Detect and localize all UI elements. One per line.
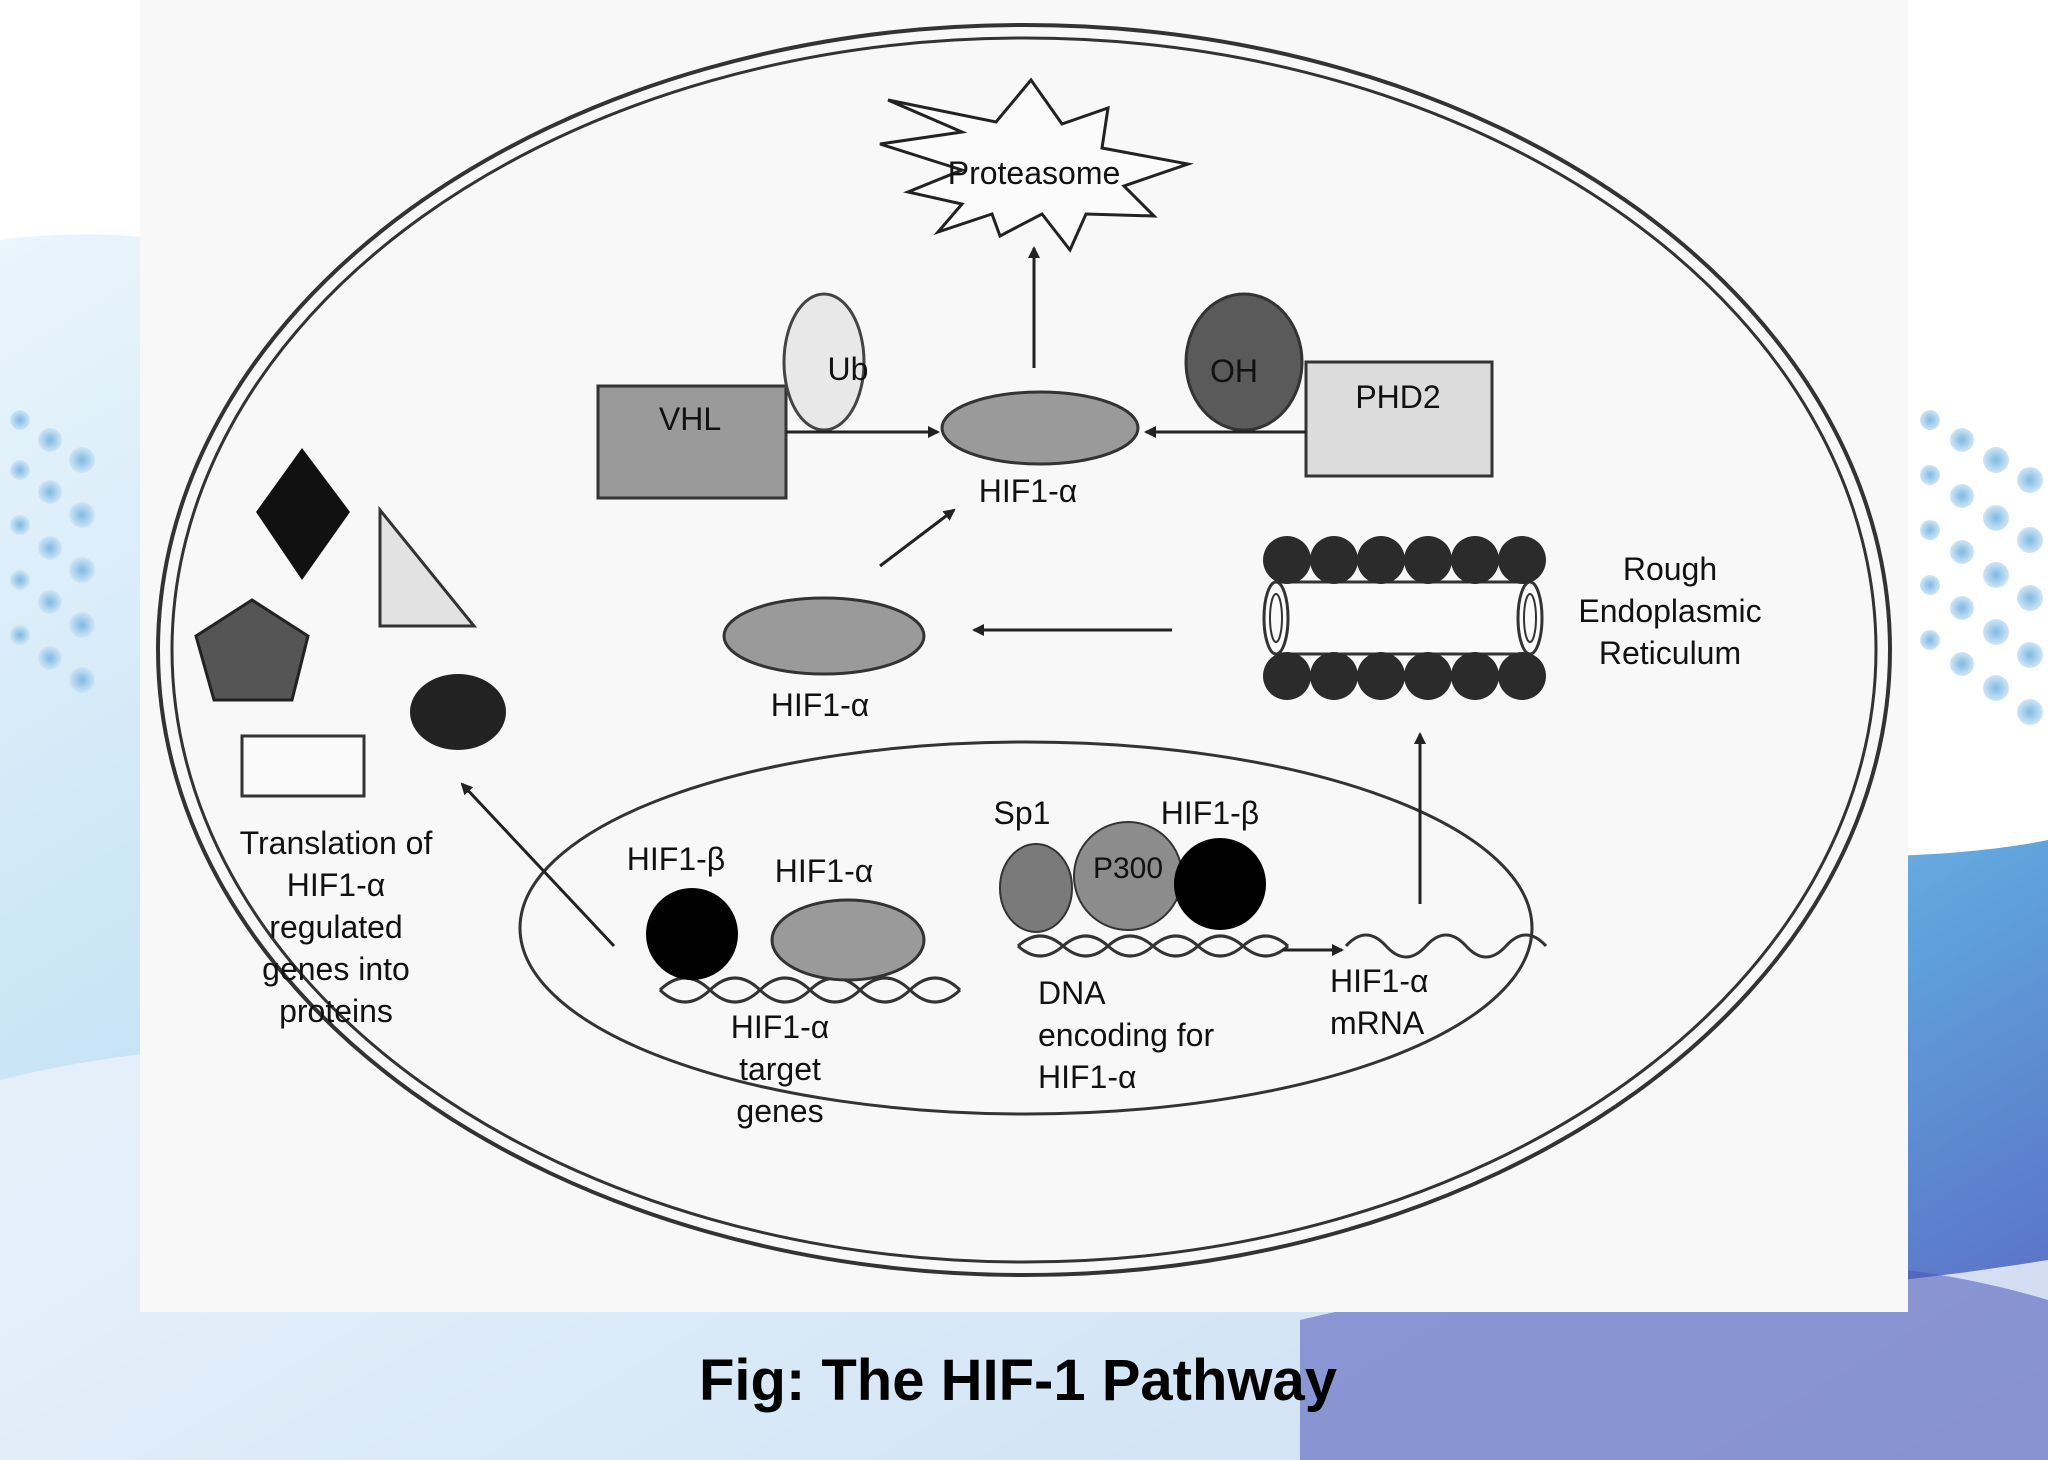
oh-label: OH	[1210, 353, 1258, 389]
ub-oval	[782, 292, 866, 432]
rough-er	[1262, 536, 1546, 700]
mrna-label-line1: HIF1-α	[1330, 963, 1429, 999]
cell-membrane-inner	[170, 36, 1878, 1264]
translation-label-line2: HIF1-α	[287, 867, 386, 903]
hif1a-left-label: HIF1-α	[775, 853, 874, 889]
translation-label-line1: Translation of	[240, 825, 433, 861]
figure-caption: Fig: The HIF-1 Pathway	[699, 1348, 1337, 1413]
hif1a-top-oval	[940, 390, 1140, 466]
hif1a-mid-oval	[722, 596, 926, 676]
rer-label-line1: Rough	[1623, 551, 1717, 587]
hif1a-left-oval	[770, 898, 926, 982]
protein-arrow	[460, 782, 616, 948]
ub-label: Ub	[828, 351, 869, 387]
rer-label-line3: Reticulum	[1599, 635, 1741, 671]
mrna-strand	[1344, 933, 1548, 959]
vhl-box	[596, 384, 788, 500]
hif1b-right-label: HIF1-β	[1161, 795, 1259, 831]
target-dna-strand-2	[658, 976, 962, 1004]
dot-pattern-left	[10, 410, 95, 693]
sp1-label: Sp1	[994, 795, 1051, 831]
hif1a-top-label: HIF1-α	[979, 473, 1078, 509]
rectangle-icon	[240, 734, 366, 798]
target-label-line1: HIF1-α	[731, 1009, 830, 1045]
hydroxylation-arrow	[879, 508, 956, 568]
rer-label-line2: Endoplasmic	[1578, 593, 1761, 629]
dna-label-line1: DNA	[1038, 975, 1106, 1011]
translation-label-line5: proteins	[279, 993, 393, 1029]
hif1a-dna-strand-2	[1016, 934, 1290, 958]
target-label-line3: genes	[736, 1093, 823, 1129]
oh-oval	[1184, 292, 1304, 432]
hif1a-mid-label: HIF1-α	[771, 687, 870, 723]
hif1b-left-label: HIF1-β	[627, 841, 725, 877]
triangle-icon	[378, 505, 478, 628]
hif1b-left-circle	[646, 888, 738, 980]
phd2-box	[1304, 360, 1494, 478]
p300-label: P300	[1093, 852, 1163, 885]
phd2-label: PHD2	[1355, 379, 1440, 415]
starburst-icon	[879, 77, 1194, 253]
dot-pattern-right	[1920, 410, 2043, 725]
diamond-icon	[256, 448, 350, 580]
sp1-oval	[999, 843, 1073, 933]
translation-label-line3: regulated	[269, 909, 402, 945]
pentagon-icon	[194, 598, 310, 702]
ribosomes	[1263, 536, 1546, 700]
dna-label-line2: encoding for	[1038, 1017, 1214, 1053]
dark-oval-icon	[410, 674, 506, 750]
cell-membrane-outer	[156, 23, 1892, 1277]
nucleus	[518, 740, 1534, 1116]
dna-label-line3: HIF1-α	[1038, 1059, 1137, 1095]
target-label-line2: target	[739, 1051, 821, 1087]
translation-label-line4: genes into	[262, 951, 410, 987]
hif1b-right-circle	[1174, 838, 1266, 930]
proteasome-label: Proteasome	[948, 155, 1121, 191]
mrna-label-line2: mRNA	[1330, 1005, 1425, 1041]
vhl-label: VHL	[659, 401, 721, 437]
